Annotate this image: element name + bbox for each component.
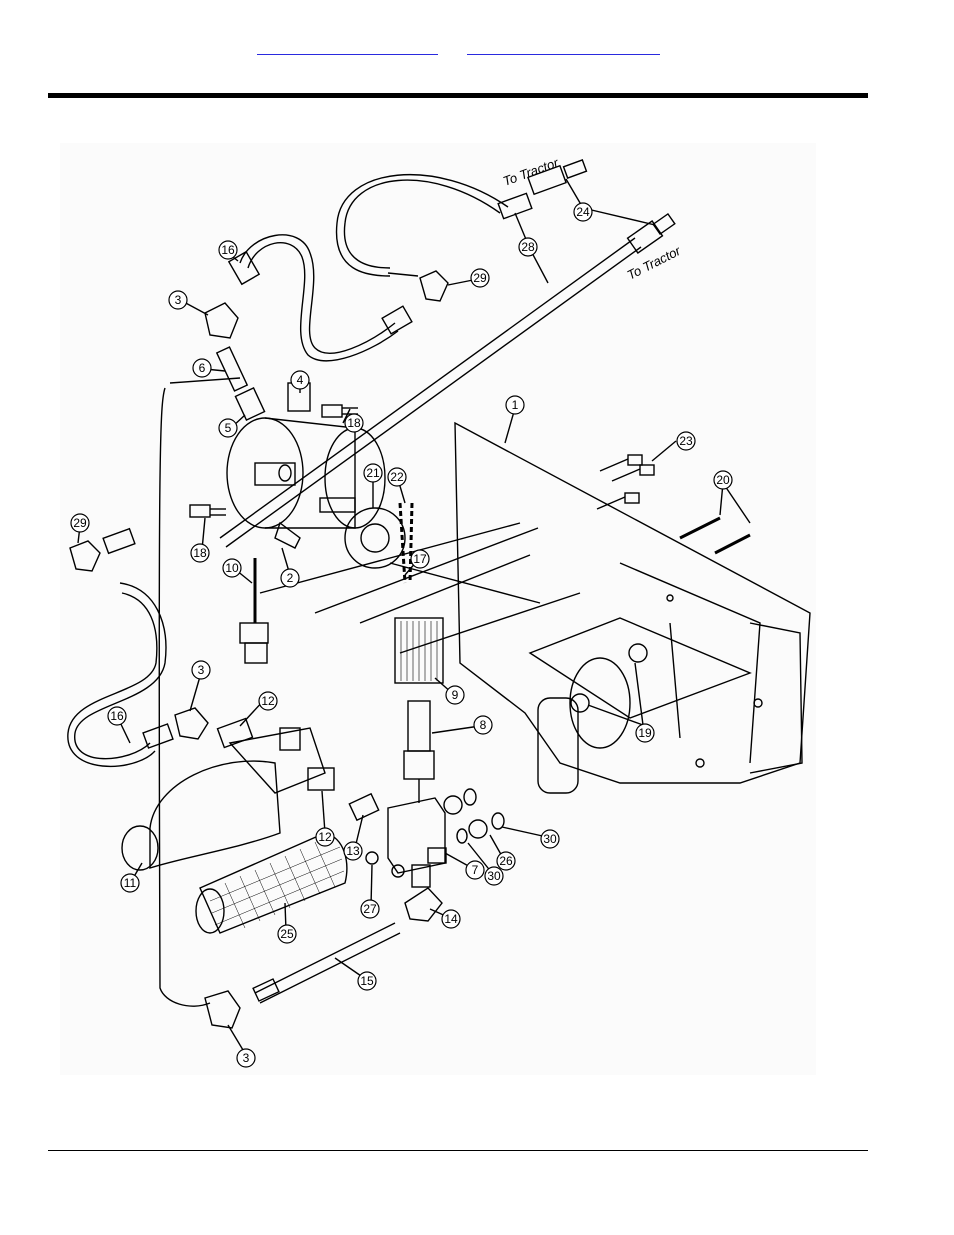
callout-label-18: 18 — [193, 546, 207, 560]
callout-label-27: 27 — [363, 902, 377, 916]
callout-label-6: 6 — [199, 361, 206, 375]
callout-label-3: 3 — [198, 663, 205, 677]
callout-circle — [70, 513, 90, 533]
callout-circle — [363, 463, 383, 483]
callout-label-24: 24 — [576, 205, 590, 219]
callout-label-5: 5 — [225, 421, 232, 435]
callout-circle — [360, 899, 380, 919]
callout-circle — [222, 558, 242, 578]
callout-circle — [540, 829, 560, 849]
callout-circle — [218, 418, 238, 438]
callout-circle — [496, 851, 516, 871]
callout-circle — [192, 358, 212, 378]
valve-cartridge — [407, 700, 431, 752]
callout-label-7: 7 — [472, 863, 479, 877]
callout-label-28: 28 — [521, 240, 535, 254]
callout-label-14: 14 — [444, 912, 458, 926]
callout-label-26: 26 — [499, 854, 513, 868]
callout-circle — [280, 568, 300, 588]
callout-circle — [505, 395, 525, 415]
callout-label-12: 12 — [318, 830, 332, 844]
sprocket — [344, 507, 406, 569]
callout-circle — [191, 660, 211, 680]
callout-circle — [441, 909, 461, 929]
callout-circle — [484, 866, 504, 886]
callout-circle — [290, 370, 310, 390]
callout-label-8: 8 — [480, 718, 487, 732]
callout-circle — [573, 202, 593, 222]
callout-circle — [344, 413, 364, 433]
header-link-1[interactable] — [257, 38, 438, 55]
callout-label-23: 23 — [679, 434, 693, 448]
callout-circle — [676, 431, 696, 451]
callout-circle — [120, 873, 140, 893]
callout-circle — [635, 723, 655, 743]
header-link-2[interactable] — [467, 38, 660, 55]
callout-label-30: 30 — [543, 832, 557, 846]
hose-16-lower — [74, 582, 167, 760]
callout-circle — [277, 924, 297, 944]
callout-circle — [470, 268, 490, 288]
callout-label-16: 16 — [221, 243, 235, 257]
callout-label-1: 1 — [512, 398, 519, 412]
callout-circle — [713, 470, 733, 490]
diagram-svg: 1233345678910111212131415161617181819202… — [67, 155, 811, 1068]
callout-label-10: 10 — [225, 561, 239, 575]
callout-circle — [236, 1048, 256, 1068]
callout-label-4: 4 — [297, 373, 304, 387]
callout-circle — [315, 827, 335, 847]
callout-label-30: 30 — [487, 869, 501, 883]
header-rule — [48, 93, 868, 98]
callout-label-20: 20 — [716, 473, 730, 487]
callout-label-25: 25 — [280, 927, 294, 941]
callout-circle — [218, 240, 238, 260]
filter-element — [199, 832, 348, 934]
callout-label-3: 3 — [175, 293, 182, 307]
top-links — [0, 38, 954, 58]
callout-label-22: 22 — [390, 470, 404, 484]
upper-hose-loop — [343, 179, 501, 269]
callout-circle — [357, 971, 377, 991]
callout-label-15: 15 — [360, 974, 374, 988]
callout-label-16: 16 — [110, 709, 124, 723]
callout-circle — [445, 685, 465, 705]
callout-label-11: 11 — [124, 876, 137, 890]
callout-circle — [465, 860, 485, 880]
footer-rule — [48, 1150, 868, 1151]
solenoid-coil — [394, 617, 444, 684]
chain — [398, 502, 407, 584]
callout-label-21: 21 — [366, 466, 380, 480]
hose-28 — [219, 237, 636, 539]
callout-label-9: 9 — [452, 688, 459, 702]
callout-circle — [473, 715, 493, 735]
callout-circle — [107, 706, 127, 726]
callout-circle — [168, 290, 188, 310]
callout-circle — [518, 237, 538, 257]
filter-housing — [149, 760, 281, 869]
tractor-label-lower: To Tractor — [625, 243, 684, 283]
callout-circle — [190, 543, 210, 563]
callout-label-3: 3 — [243, 1051, 250, 1065]
callout-label-19: 19 — [638, 726, 652, 740]
callout-label-12: 12 — [261, 694, 275, 708]
callout-circle — [258, 691, 278, 711]
hose-15 — [254, 922, 396, 994]
callout-label-18: 18 — [347, 416, 361, 430]
callout-label-29: 29 — [473, 271, 487, 285]
callout-circle — [343, 841, 363, 861]
valve-block — [387, 797, 446, 874]
callout-label-17: 17 — [413, 552, 427, 566]
callout-label-13: 13 — [346, 844, 360, 858]
mounting-frame — [454, 421, 811, 784]
callout-label-29: 29 — [73, 516, 87, 530]
callout-circle — [387, 467, 407, 487]
callout-group: 1233345678910111212131415161617181819202… — [70, 202, 733, 1068]
callout-label-2: 2 — [287, 571, 294, 585]
callout-circle — [410, 549, 430, 569]
hose-16-upper — [239, 234, 396, 354]
